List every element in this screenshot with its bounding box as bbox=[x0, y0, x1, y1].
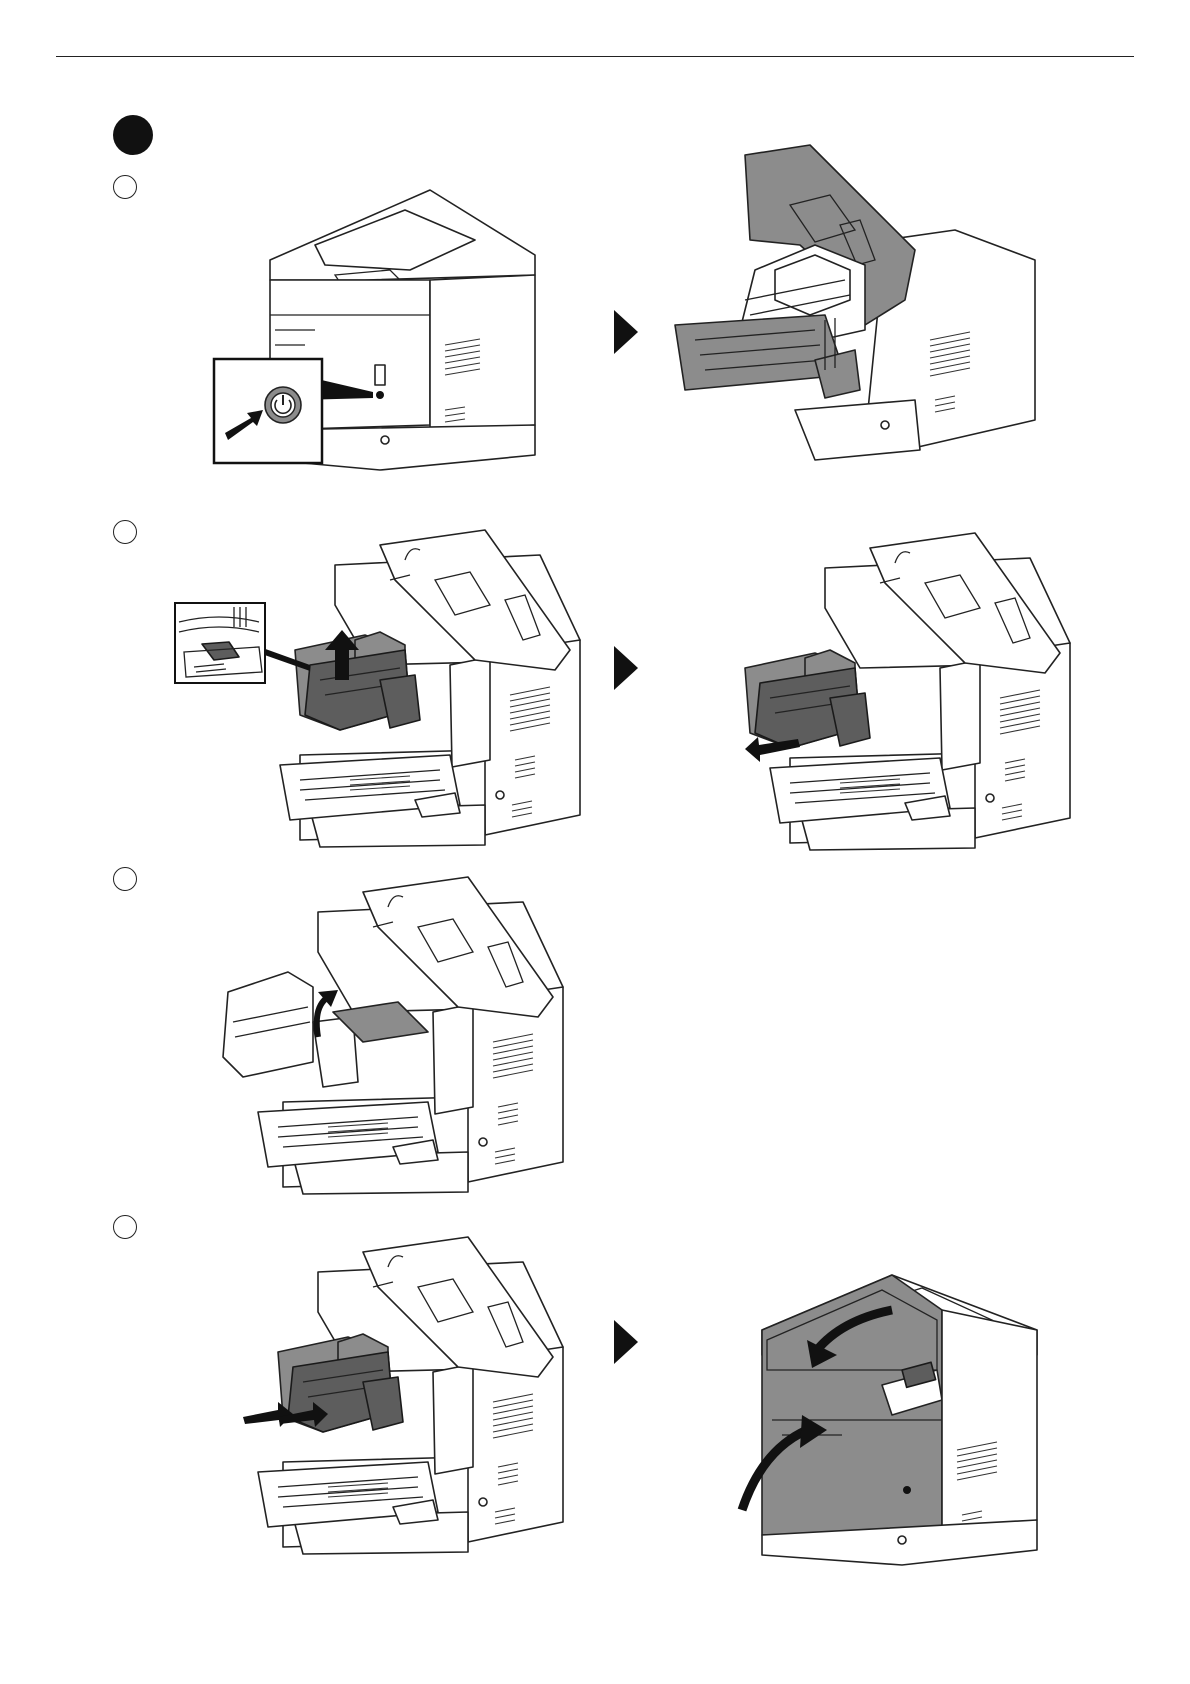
next-arrow-icon bbox=[614, 1320, 638, 1364]
pull-toner-illustration bbox=[730, 528, 1045, 848]
lift-toner-illustration bbox=[240, 525, 545, 845]
step-marker-2 bbox=[113, 520, 137, 544]
printer-open-illustration bbox=[715, 150, 1060, 480]
top-rule bbox=[56, 56, 1134, 57]
power-button-inset bbox=[213, 358, 323, 464]
step-marker-3 bbox=[113, 867, 137, 891]
clean-inside-illustration bbox=[223, 872, 538, 1192]
close-covers-illustration bbox=[752, 1270, 1047, 1565]
insert-toner-illustration bbox=[223, 1232, 538, 1552]
main-step-marker bbox=[113, 115, 153, 155]
next-arrow-icon bbox=[614, 646, 638, 690]
step-marker-4 bbox=[113, 1215, 137, 1239]
step-marker-1 bbox=[113, 175, 137, 199]
lever-inset bbox=[174, 602, 266, 684]
next-arrow-icon bbox=[614, 310, 638, 354]
